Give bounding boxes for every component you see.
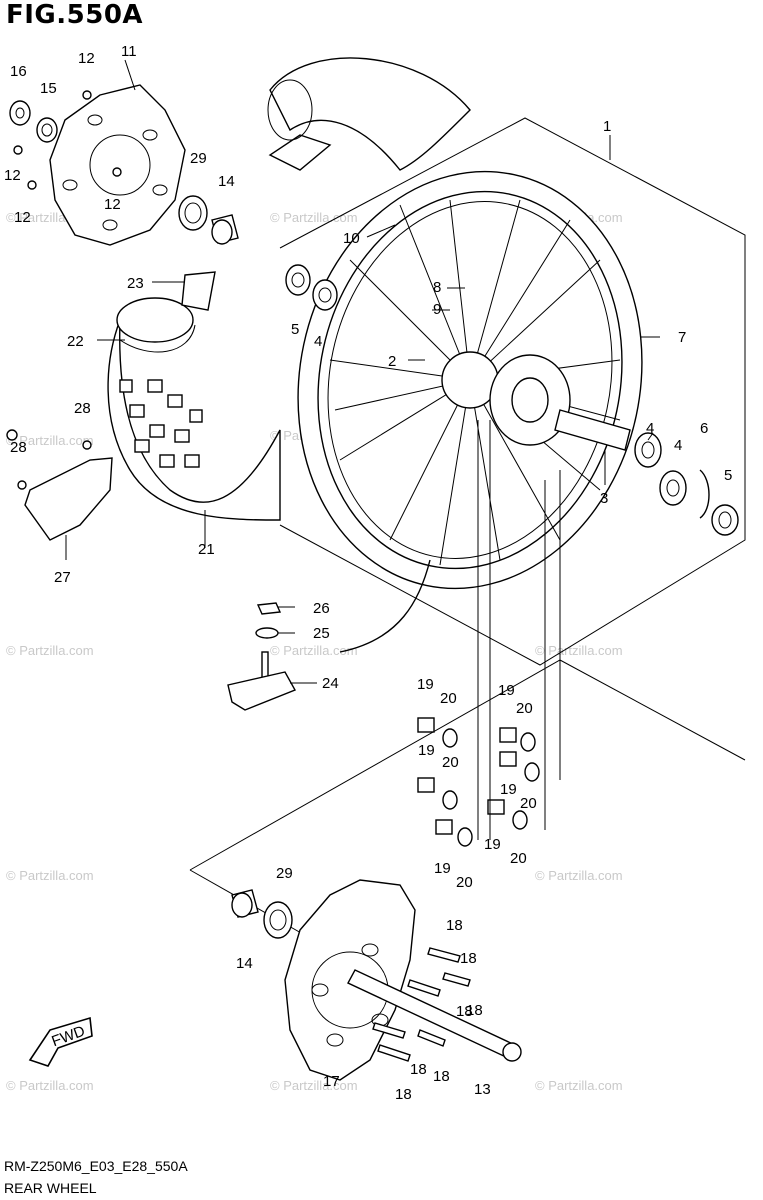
wheel-assembly	[297, 170, 643, 590]
callout-label: 18	[466, 1002, 483, 1019]
callout-label: 18	[433, 1068, 450, 1085]
callout-label: 3	[600, 490, 608, 507]
spoke-nipples	[417, 717, 540, 847]
callout-label: 18	[410, 1061, 427, 1078]
watermark: © Partzilla.com	[270, 643, 358, 658]
rear-axle	[347, 969, 522, 1062]
tyre-section-top	[267, 57, 471, 171]
watermark: © Partzilla.com	[6, 868, 94, 883]
callout-label: 28	[10, 439, 27, 456]
fwd-label: FWD	[49, 1023, 87, 1051]
callout-label: 11	[121, 43, 137, 60]
callout-label: 14	[218, 173, 235, 190]
figure-title: FIG.550A	[6, 0, 144, 30]
left-bearing-set	[285, 264, 338, 311]
figure-name: REAR WHEEL	[4, 1180, 97, 1196]
callout-label: 12	[14, 209, 31, 226]
disc-bolts	[13, 90, 122, 190]
callout-label: 7	[678, 329, 686, 346]
callout-label: 8	[433, 279, 441, 296]
spoke-leader-lines	[477, 420, 561, 840]
watermark: © Partzilla.com	[6, 433, 94, 448]
callout-label: 27	[54, 569, 71, 586]
callout-label: 29	[190, 150, 207, 167]
callout-label: 23	[127, 275, 144, 292]
callout-label: 1	[603, 118, 611, 135]
disc-side-seals	[9, 100, 58, 143]
watermark: © Partzilla.com	[270, 1078, 358, 1093]
callout-label: 15	[40, 80, 57, 97]
watermark: © Partzilla.com	[270, 210, 358, 225]
callout-label: 18	[395, 1086, 412, 1103]
watermark: © Partzilla.com	[535, 1078, 623, 1093]
callout-label: 10	[343, 230, 360, 247]
callout-label: 19	[500, 781, 517, 798]
rim-band	[181, 271, 216, 311]
callout-label: 20	[510, 850, 527, 867]
disc-guard	[24, 457, 113, 541]
watermark: © Partzilla.com	[6, 643, 94, 658]
callout-label: 29	[276, 865, 293, 882]
callout-label: 19	[498, 682, 515, 699]
rim-lock-set	[227, 602, 296, 711]
valve-stem-arrow	[339, 559, 431, 653]
sprocket-bolts	[372, 947, 471, 1062]
left-collar-and-cap	[178, 195, 239, 245]
callout-label: 13	[474, 1081, 491, 1098]
figure-code: RM-Z250M6_E03_E28_550A	[4, 1158, 188, 1174]
callout-label: 19	[418, 742, 435, 759]
callout-label: 5	[724, 467, 732, 484]
watermark: © Partzilla.com	[535, 868, 623, 883]
callout-label: 12	[78, 50, 95, 67]
right-bearing-set	[634, 432, 739, 536]
callout-label: 17	[323, 1073, 340, 1090]
callout-label: 26	[313, 600, 330, 617]
callout-label: 18	[460, 950, 477, 967]
callout-label: 22	[67, 333, 84, 350]
callout-label: 12	[4, 167, 21, 184]
callout-label: 19	[434, 860, 451, 877]
callout-label: 12	[104, 196, 121, 213]
callout-label: 18	[446, 917, 463, 934]
callout-label: 20	[516, 700, 533, 717]
watermark: © Partzilla.com	[535, 643, 623, 658]
callout-label: 14	[236, 955, 253, 972]
callout-label: 21	[198, 541, 215, 558]
callout-label: 9	[433, 301, 441, 318]
callout-label: 28	[74, 400, 91, 417]
watermark: © Partzilla.com	[6, 1078, 94, 1093]
brake-disc	[49, 84, 186, 246]
callout-leaders	[65, 59, 660, 684]
right-collar-and-cap	[231, 889, 293, 939]
callout-label: 5	[291, 321, 299, 338]
callout-labels: 1 2 3 4 4 4 5 5 6 7 8 9 10 11 12 12 12 1…	[4, 43, 732, 1103]
callout-label: 18	[456, 1003, 473, 1020]
rear-tyre	[107, 297, 281, 521]
callout-label: 20	[440, 690, 457, 707]
callout-label: 16	[10, 63, 27, 80]
callout-label: 19	[484, 836, 501, 853]
callout-label: 6	[700, 420, 708, 437]
callout-label: 20	[520, 795, 537, 812]
callout-label: 24	[322, 675, 339, 692]
axle-spacer	[554, 409, 631, 451]
callout-label: 25	[313, 625, 330, 642]
callout-label: 4	[674, 437, 682, 454]
callout-label: 20	[442, 754, 459, 771]
callout-label: 2	[388, 353, 396, 370]
callout-label: 4	[646, 420, 654, 437]
callout-label: 20	[456, 874, 473, 891]
callout-label: 4	[314, 333, 322, 350]
callout-label: 19	[417, 676, 434, 693]
fwd-arrow-icon: FWD	[28, 1016, 93, 1067]
